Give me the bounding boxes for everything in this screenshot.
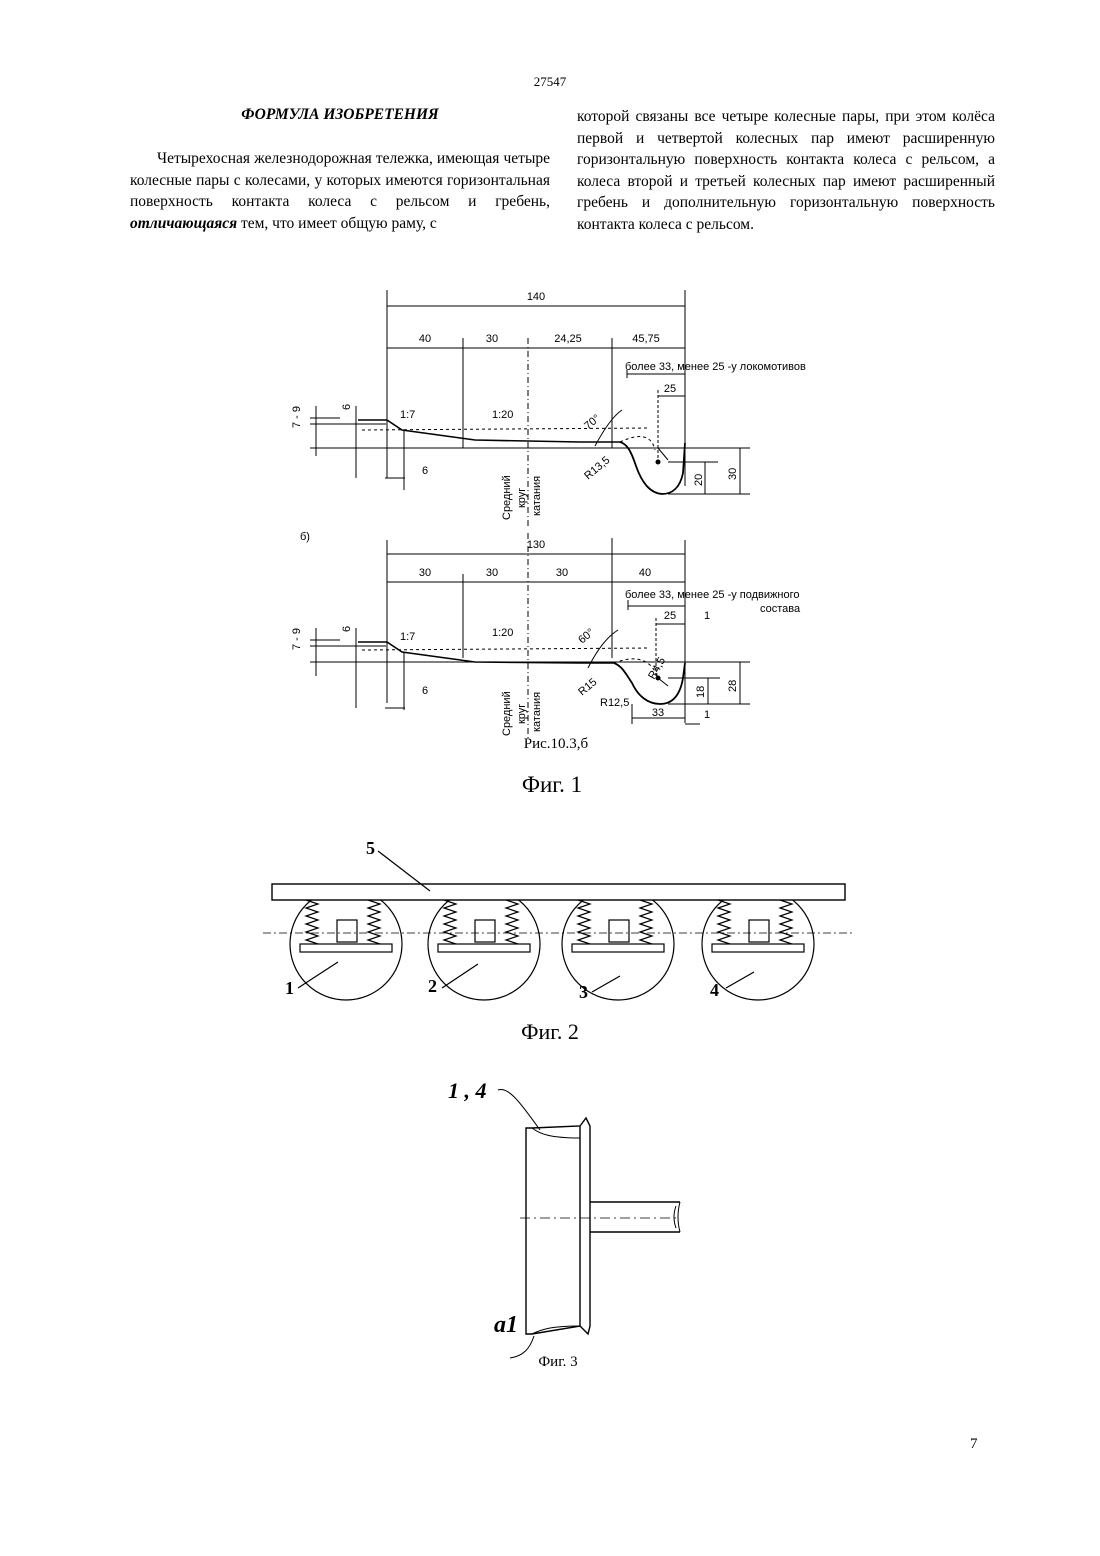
claims-text-a: Четырехосная железнодорожная тележка, им… (130, 150, 550, 210)
figure-2-bogie: 5 1 2 3 4 Фиг. 2 (258, 836, 873, 1056)
bottom-flange-width: 25 (664, 610, 676, 622)
axle-shaft (590, 1202, 680, 1232)
bottom-right-dim-1: 18 (695, 686, 707, 698)
bogie-frame (272, 884, 845, 900)
top-circle-label-3: катания (531, 476, 543, 516)
wheel-label-1: 1 (285, 978, 294, 998)
wheel-label-3: 3 (579, 982, 588, 1002)
bottom-radius-3: R12,5 (600, 697, 629, 709)
wheel-label-4: 4 (710, 980, 719, 1000)
bottom-note-2: состава (760, 603, 801, 615)
bottom-seg-4: 40 (639, 567, 651, 579)
bottom-radius-2: R4,5 (646, 655, 668, 681)
bottom-total-dim: 130 (527, 539, 545, 551)
bottom-circle-label-2: круг (516, 704, 528, 724)
top-taper-2: 1:20 (492, 409, 513, 421)
top-circle-label-2: круг (516, 488, 528, 508)
figure-3-wheel-side: 1 , 4 a1 Фиг. 3 (440, 1072, 710, 1372)
figure-1-subcaption: Рис.10.3,б (524, 736, 589, 752)
bottom-note-1: более 33, менее 25 -у подвижного (625, 589, 799, 601)
top-taper-1: 1:7 (400, 409, 415, 421)
figure-1-wheel-profiles: 140 40 30 24,25 45,75 более 33, менее 25… (270, 278, 860, 813)
claims-column-1: Четырехосная железнодорожная тележка, им… (130, 148, 550, 234)
top-seg-2: 30 (486, 333, 498, 345)
top-flange-profile (620, 442, 685, 494)
figure-1-caption: Фиг. 1 (522, 772, 582, 797)
spring-assembly-3 (572, 900, 664, 952)
bottom-right-dim-2: 28 (727, 680, 739, 692)
bottom-circle-label-1: Средний (501, 691, 513, 736)
page-code: 27547 (0, 74, 1100, 90)
bottom-seg-2: 30 (486, 567, 498, 579)
top-flange-width: 25 (664, 383, 676, 395)
top-circle-label-1: Средний (501, 475, 513, 520)
bottom-angle: 60° (576, 626, 596, 646)
figure-3-caption: Фиг. 3 (538, 1354, 577, 1370)
bottom-label-b: б) (300, 531, 310, 543)
spring-assembly-1 (300, 900, 392, 952)
bottom-radius-1: R15 (576, 676, 599, 698)
page-number: 7 (970, 1436, 978, 1453)
spring-assembly-2 (438, 900, 530, 952)
bottom-left-dim-1: 7 - 9 (291, 628, 303, 650)
wheel-label-2: 2 (428, 976, 437, 996)
top-note: более 33, менее 25 -у локомотивов (625, 361, 806, 373)
top-angle: 70° (582, 412, 602, 432)
leader-top (498, 1089, 540, 1130)
bottom-seg-3: 30 (556, 567, 568, 579)
top-seg-1: 40 (419, 333, 431, 345)
leader-bottom (510, 1336, 534, 1358)
claims-column-2: которой связаны все четыре колесные пары… (577, 106, 995, 235)
bottom-left-dim-2: 6 (341, 626, 353, 632)
top-tread-profile (358, 420, 620, 442)
top-left-dim-2: 6 (341, 404, 353, 410)
bottom-circle-label-3: катания (531, 692, 543, 732)
bottom-right-1-dim: 1 (704, 709, 710, 721)
bottom-taper-1: 1:7 (400, 631, 415, 643)
bottom-width-dim: 33 (652, 707, 664, 719)
wheel-label-1-4: 1 , 4 (448, 1078, 487, 1103)
bottom-taper-2: 1:20 (492, 627, 513, 639)
claims-title: ФОРМУЛА ИЗОБРЕТЕНИЯ (130, 106, 550, 124)
top-radius: R13,5 (582, 454, 612, 482)
bottom-top-right-dim: 1 (704, 610, 710, 622)
top-left-dim-1: 7 - 9 (291, 406, 303, 428)
top-total-dim: 140 (527, 291, 545, 303)
claims-emphasis: отличающаяся (130, 215, 237, 232)
top-right-dim-2: 30 (727, 468, 739, 480)
top-seg-4: 45,75 (632, 333, 660, 345)
bottom-seg-1: 30 (419, 567, 431, 579)
bottom-bottom-left-dim: 6 (422, 685, 428, 697)
top-seg-3: 24,25 (554, 333, 582, 345)
surface-label-a1: a1 (494, 1312, 518, 1338)
top-bottom-left-dim: 6 (422, 465, 428, 477)
frame-label: 5 (366, 838, 375, 858)
top-right-dim-1: 20 (693, 474, 705, 486)
claims-text-b: тем, что имеет общую раму, с (241, 215, 437, 232)
bottom-tread-profile (358, 642, 614, 663)
spring-assembly-4 (712, 900, 804, 952)
figure-2-caption: Фиг. 2 (521, 1019, 579, 1044)
